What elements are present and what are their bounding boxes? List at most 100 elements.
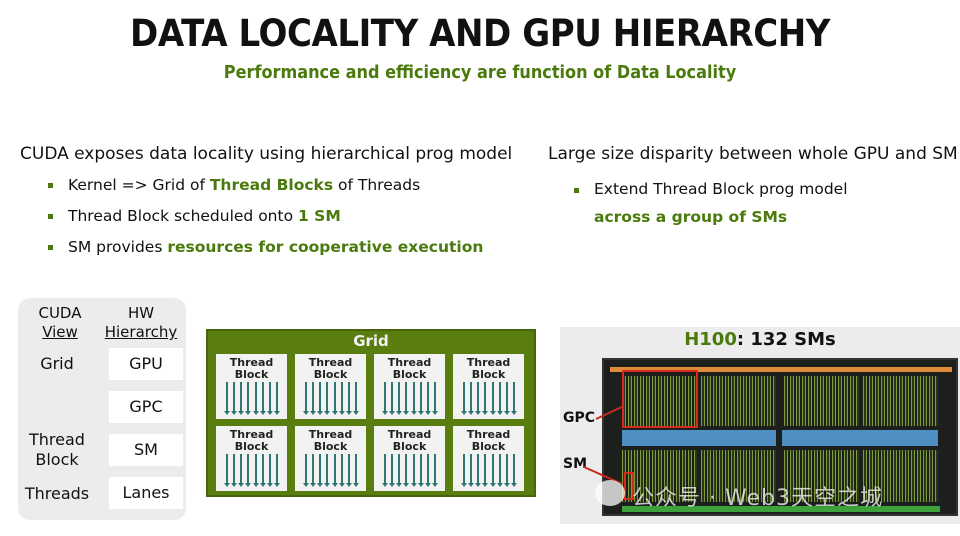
thread-arrow-icon (345, 454, 352, 487)
thread-arrow-icon (403, 454, 410, 487)
thread-arrow-icon (475, 382, 482, 415)
thread-arrow-icon (482, 454, 489, 487)
thread-arrows (224, 454, 280, 487)
thread-arrow-icon (252, 382, 259, 415)
thread-arrow-icon (503, 382, 510, 415)
grid-label: Grid (353, 332, 389, 350)
thread-arrow-icon (338, 454, 345, 487)
hw-hierarchy-header: HW Hierarchy (104, 304, 178, 341)
thread-arrow-icon (317, 382, 324, 415)
thread-arrow-icon (382, 382, 388, 415)
thread-arrow-icon (461, 454, 467, 487)
thread-arrow-icon (245, 382, 252, 415)
thread-arrow-icon (273, 382, 280, 415)
thread-arrow-icon (475, 454, 482, 487)
gpc-callout: GPC (563, 410, 596, 426)
thread-arrows (303, 454, 359, 487)
thread-arrow-icon (317, 454, 324, 487)
watermark: 公众号 · Web3天空之城 (632, 486, 883, 511)
slide-subtitle: Performance and efficiency are function … (223, 63, 737, 83)
h100-panel: H100: 132 SMs (560, 327, 960, 524)
thread-arrows (382, 382, 438, 415)
h100-title: H100: 132 SMs (684, 329, 836, 350)
thread-arrow-icon (461, 382, 467, 415)
gpc-highlight-box (622, 370, 698, 428)
thread-arrow-icon (324, 382, 331, 415)
bullet-item: Thread Block scheduled onto 1 SM (46, 201, 483, 232)
thread-arrow-icon (503, 454, 510, 487)
thread-arrow-icon (510, 382, 517, 415)
thread-arrow-icon (352, 454, 359, 487)
thread-arrow-icon (231, 382, 238, 415)
thread-arrow-icon (238, 454, 245, 487)
thread-arrow-icon (417, 454, 424, 487)
thread-arrow-icon (338, 382, 345, 415)
thread-arrow-icon (468, 454, 475, 487)
cuda-view-header: CUDA View (38, 304, 82, 341)
thread-arrow-icon (324, 454, 331, 487)
sm-callout: SM (563, 456, 588, 472)
thread-arrow-icon (489, 382, 496, 415)
thread-arrow-icon (238, 382, 245, 415)
hierarchy-table: CUDA View HW Hierarchy Grid Thread Block… (18, 298, 186, 520)
bullet-item: SM provides resources for cooperative ex… (46, 232, 483, 263)
bullet-item: Kernel => Grid of Thread Blocks of Threa… (46, 170, 483, 201)
thread-arrow-icon (259, 382, 266, 415)
thread-arrows (382, 454, 438, 487)
left-heading: CUDA exposes data locality using hierarc… (20, 144, 513, 164)
thread-arrows (303, 382, 359, 415)
thread-arrow-icon (403, 382, 410, 415)
thread-arrow-icon (273, 454, 280, 487)
thread-arrow-icon (496, 454, 503, 487)
thread-arrow-icon (417, 382, 424, 415)
thread-arrow-icon (431, 454, 438, 487)
hw-gpc: GPC (109, 391, 183, 423)
thread-arrow-icon (303, 454, 309, 487)
thread-arrow-icon (410, 454, 417, 487)
cuda-threads: Threads (24, 484, 90, 503)
thread-arrow-icon (245, 454, 252, 487)
thread-arrow-icon (396, 382, 403, 415)
l2-cache-right (782, 430, 938, 446)
left-bullet-list: Kernel => Grid of Thread Blocks of Threa… (46, 170, 483, 263)
thread-arrow-icon (489, 454, 496, 487)
wechat-icon (595, 480, 625, 506)
thread-arrow-icon (310, 454, 317, 487)
thread-arrows (224, 382, 280, 415)
thread-arrow-icon (266, 382, 273, 415)
thread-arrow-icon (468, 382, 475, 415)
hw-gpu: GPU (109, 348, 183, 380)
h100-die-image (602, 358, 958, 516)
cuda-grid: Grid (40, 354, 74, 373)
thread-arrow-icon (382, 454, 388, 487)
thread-arrow-icon (303, 382, 309, 415)
thread-arrows (461, 382, 517, 415)
thread-arrow-icon (331, 382, 338, 415)
cuda-thread-block: Thread Block (29, 430, 85, 469)
thread-arrow-icon (396, 454, 403, 487)
memory-bar (622, 506, 940, 512)
pcie-bar (610, 367, 952, 372)
thread-arrow-icon (224, 382, 230, 415)
thread-arrow-icon (259, 454, 266, 487)
thread-arrow-icon (331, 454, 338, 487)
hw-sm: SM (109, 434, 183, 466)
